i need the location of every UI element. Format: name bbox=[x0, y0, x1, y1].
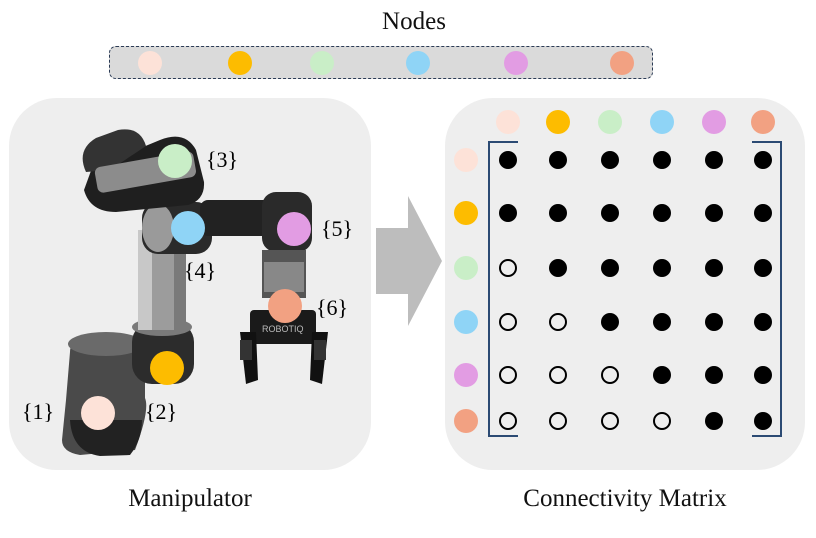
matrix-cell-3-6 bbox=[754, 259, 772, 277]
bar-node-3 bbox=[310, 51, 334, 75]
matrix-cell-1-2 bbox=[549, 151, 567, 169]
frame-label-2: {2} bbox=[145, 399, 177, 424]
matrix-col-node-4 bbox=[650, 110, 674, 134]
matrix-cell-1-1 bbox=[499, 151, 517, 169]
bar-node-5 bbox=[504, 51, 528, 75]
matrix-col-node-5 bbox=[702, 110, 726, 134]
robot-node-1 bbox=[81, 396, 115, 430]
matrix-cell-6-4 bbox=[653, 412, 671, 430]
matrix-row-node-2 bbox=[454, 201, 478, 225]
matrix-row-node-4 bbox=[454, 310, 478, 334]
matrix-row-node-1 bbox=[454, 148, 478, 172]
matrix-right-bracket bbox=[752, 141, 782, 437]
matrix-cell-5-4 bbox=[653, 366, 671, 384]
matrix-cell-1-3 bbox=[601, 151, 619, 169]
frame-label-1: {1} bbox=[22, 399, 54, 424]
nodes-bar bbox=[109, 46, 653, 79]
matrix-cell-5-6 bbox=[754, 366, 772, 384]
matrix-col-node-1 bbox=[496, 110, 520, 134]
matrix-cell-2-2 bbox=[549, 204, 567, 222]
matrix-cell-2-1 bbox=[499, 204, 517, 222]
matrix-cell-4-1 bbox=[499, 313, 517, 331]
matrix-cell-6-2 bbox=[549, 412, 567, 430]
matrix-col-node-6 bbox=[751, 110, 775, 134]
frame-label-6: {6} bbox=[316, 295, 348, 320]
bar-node-4 bbox=[406, 51, 430, 75]
matrix-cell-6-3 bbox=[601, 412, 619, 430]
matrix-cell-2-6 bbox=[754, 204, 772, 222]
frame-label-5: {5} bbox=[321, 216, 353, 241]
matrix-left-bracket bbox=[488, 141, 518, 437]
nodes-title: Nodes bbox=[382, 8, 446, 35]
matrix-cell-1-6 bbox=[754, 151, 772, 169]
bar-node-1 bbox=[138, 51, 162, 75]
matrix-cell-3-4 bbox=[653, 259, 671, 277]
svg-text:ROBOTIQ: ROBOTIQ bbox=[262, 324, 304, 334]
robot-node-4 bbox=[171, 211, 205, 245]
robot-node-2 bbox=[150, 351, 184, 385]
matrix-cell-2-3 bbox=[601, 204, 619, 222]
robot-node-5 bbox=[277, 212, 311, 246]
matrix-col-node-3 bbox=[598, 110, 622, 134]
matrix-cell-1-4 bbox=[653, 151, 671, 169]
matrix-cell-1-5 bbox=[705, 151, 723, 169]
frame-label-3: {3} bbox=[206, 147, 238, 172]
matrix-cell-2-4 bbox=[653, 204, 671, 222]
matrix-cell-5-3 bbox=[601, 366, 619, 384]
matrix-cell-3-5 bbox=[705, 259, 723, 277]
matrix-row-node-6 bbox=[454, 409, 478, 433]
matrix-cell-6-6 bbox=[754, 412, 772, 430]
matrix-cell-4-6 bbox=[754, 313, 772, 331]
right-arrow-icon bbox=[376, 196, 442, 326]
connectivity-matrix-caption: Connectivity Matrix bbox=[523, 485, 727, 512]
matrix-cell-3-1 bbox=[499, 259, 517, 277]
frame-label-4: {4} bbox=[184, 258, 216, 283]
bar-node-6 bbox=[610, 51, 634, 75]
matrix-cell-4-5 bbox=[705, 313, 723, 331]
matrix-cell-4-3 bbox=[601, 313, 619, 331]
matrix-col-node-2 bbox=[546, 110, 570, 134]
matrix-cell-6-5 bbox=[705, 412, 723, 430]
matrix-row-node-5 bbox=[454, 363, 478, 387]
manipulator-caption: Manipulator bbox=[128, 485, 252, 512]
matrix-cell-3-3 bbox=[601, 259, 619, 277]
matrix-cell-4-4 bbox=[653, 313, 671, 331]
matrix-row-node-3 bbox=[454, 256, 478, 280]
matrix-cell-2-5 bbox=[705, 204, 723, 222]
bar-node-2 bbox=[228, 51, 252, 75]
matrix-cell-5-2 bbox=[549, 366, 567, 384]
matrix-cell-6-1 bbox=[499, 412, 517, 430]
robot-node-6 bbox=[268, 289, 302, 323]
matrix-cell-5-1 bbox=[499, 366, 517, 384]
matrix-cell-5-5 bbox=[705, 366, 723, 384]
robot-node-3 bbox=[158, 144, 192, 178]
matrix-cell-4-2 bbox=[549, 313, 567, 331]
matrix-cell-3-2 bbox=[549, 259, 567, 277]
